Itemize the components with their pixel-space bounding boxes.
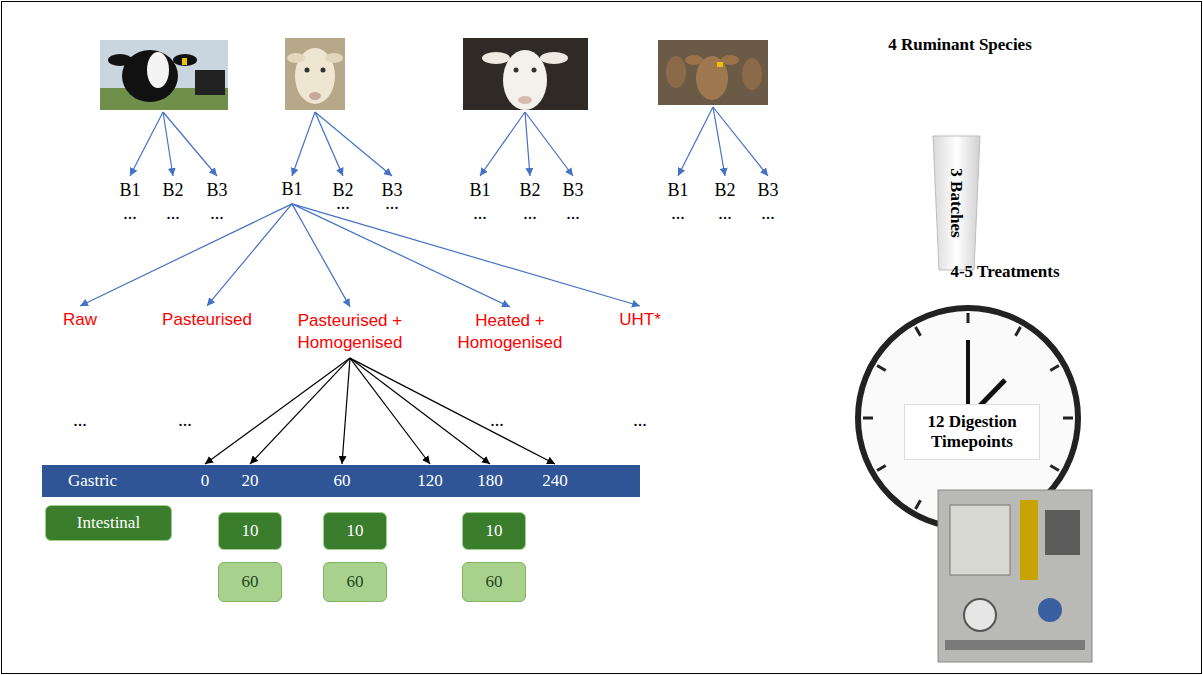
ellipsis: ... [671,203,685,224]
timepoint: 20 [235,465,265,497]
node-text: Pasteurised [162,309,252,331]
goat-photo [463,38,588,110]
treatment-label: Raw [61,307,99,333]
node-text: 20 [242,471,259,491]
side-heading: 3 Batches [946,168,966,237]
flow-arrow [292,204,350,307]
node-text: 60 [347,572,364,592]
treatment-label: Pasteurised + Homogenised [281,308,420,356]
batch-label: B3 [562,180,583,201]
node-text: Pasteurised + Homogenised [281,310,420,354]
intestinal-timepoint: 10 [323,512,387,550]
timepoint: 240 [538,465,572,497]
node-text: 10 [486,521,503,541]
node-text: 10 [242,521,259,541]
ellipsis: ... [761,203,775,224]
ellipsis: ... [385,193,399,214]
intestinal-timepoint: 10 [462,512,526,550]
batch-label: B3 [757,180,778,201]
ellipsis: ... [490,410,504,431]
node-text: UHT* [619,309,661,331]
intestinal-timepoint: 60 [323,562,387,602]
batch-label: B3 [206,180,227,201]
node-text: B1 [281,180,302,200]
flow-arrow [250,358,350,464]
ellipsis: ... [523,203,537,224]
ellipsis: ... [718,203,732,224]
cow-photo [100,40,228,110]
node-text: 60 [486,572,503,592]
intestinal-timepoint: 60 [462,562,526,602]
side-heading: 4-5 Treatments [950,262,1059,282]
flow-arrow [80,204,292,306]
node-text: 12 Digestion Timepoints [905,412,1039,453]
timepoints-box: 12 Digestion Timepoints [904,404,1040,460]
node-text: 60 [242,572,259,592]
node-text: 180 [477,471,503,491]
node-text: Heated + Homogenised [441,310,580,354]
ellipsis: ... [123,203,137,224]
ellipsis: ... [178,410,192,431]
timepoint: 180 [473,465,507,497]
intestinal-box: Intestinal [45,505,172,541]
batch-label: B2 [519,180,540,201]
ellipsis: ... [73,410,87,431]
ellipsis: ... [166,203,180,224]
batch-arrows [130,107,768,176]
batch-label: B1 [119,180,140,201]
flow-arrow [350,358,490,464]
node-text: Intestinal [77,513,140,533]
ellipsis: ... [633,410,647,431]
timepoint: 60 [327,465,357,497]
intestinal-timepoint: 10 [218,512,282,550]
node-text: Raw [63,309,97,331]
deer-photo [658,40,768,105]
node-text: 120 [417,471,443,491]
batch-label: B2 [714,180,735,201]
batch-label: B1 [469,180,490,201]
flow-arrow [350,358,555,464]
batch-label: B1 [667,180,688,201]
flow-arrow [205,358,350,464]
node-text: 60 [334,471,351,491]
treatment-label: Heated + Homogenised [441,308,580,356]
treatment-label: Pasteurised [160,307,254,333]
node-text: 0 [201,471,210,491]
node-text: 10 [347,521,364,541]
gastric-band: Gastric 0 20 60 120 180 240 [42,465,640,497]
intestinal-timepoint: 60 [218,562,282,602]
flow-arrow [350,358,430,464]
milk-glass [933,136,980,270]
node-text: 240 [542,471,568,491]
flow-arrow [292,204,640,306]
batch-label: B2 [162,180,183,201]
timepoint: 0 [190,465,220,497]
batch-label: B1 [279,178,304,202]
treatment-label: UHT* [617,307,663,333]
ellipsis: ... [210,203,224,224]
ellipsis: ... [566,203,580,224]
node-text: Gastric [68,471,117,491]
ellipsis: ... [336,193,350,214]
timepoint: 120 [413,465,447,497]
side-heading: 4 Ruminant Species [888,35,1032,55]
flow-arrow [342,358,350,464]
ellipsis: ... [473,203,487,224]
sheep-photo [285,38,345,110]
digester-photo [938,490,1092,662]
